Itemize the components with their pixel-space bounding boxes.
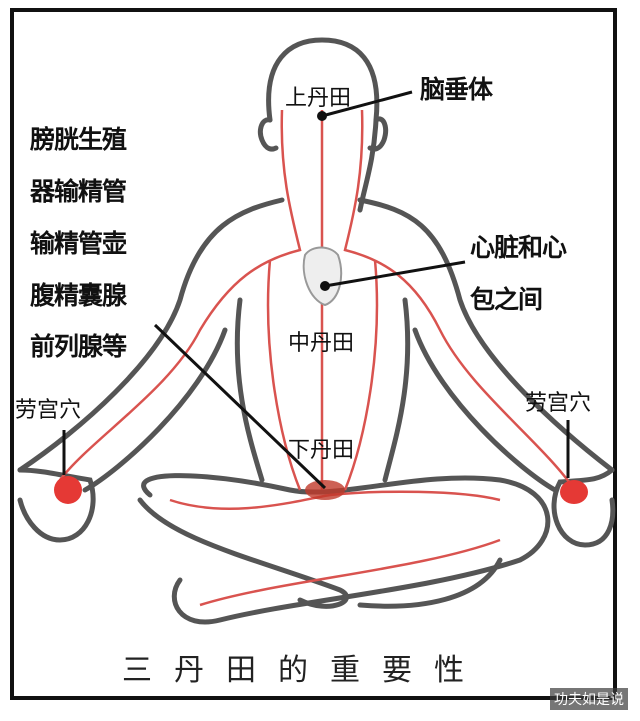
watermark: 功夫如是说: [550, 688, 628, 710]
laogong-right-label: 劳宫穴: [525, 391, 592, 416]
lower-dantian-label: 下丹田: [288, 438, 355, 463]
pituitary-label: 脑垂体: [420, 75, 493, 104]
heart-label-line1: 心脏和心: [470, 233, 567, 262]
left-label-line: 膀胱生殖: [30, 125, 127, 154]
frame: [10, 8, 617, 700]
left-label-line: 器输精管: [30, 177, 127, 206]
diagram-title: 三丹田的重要性: [122, 653, 486, 688]
left-label-line: 输精管壶: [30, 229, 127, 258]
lower-dantian-point: [305, 480, 345, 500]
body-outline: [17, 37, 616, 625]
upper-dantian-label: 上丹田: [285, 86, 352, 111]
laogong-right-point: [560, 480, 588, 504]
heart-label-line2: 包之间: [470, 285, 543, 314]
meridian-lines: [59, 109, 577, 607]
middle-dantian-label: 中丹田: [288, 331, 355, 356]
laogong-left-label: 劳宫穴: [15, 398, 82, 423]
heart-icon: [302, 246, 343, 307]
laogong-left-point: [54, 476, 82, 504]
left-label-line: 腹精囊腺: [30, 281, 127, 310]
left-label-line: 前列腺等: [30, 332, 127, 361]
leader-lines: [62, 90, 570, 490]
